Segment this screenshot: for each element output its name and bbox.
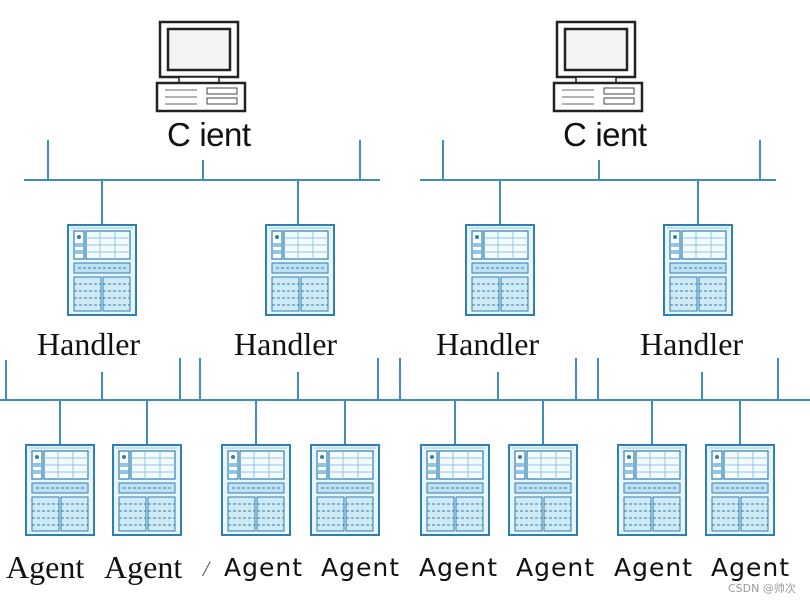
handler-server-icon [664, 225, 732, 315]
agent-server-icon [311, 445, 379, 535]
label-fragment: / [203, 558, 209, 580]
agent-label: Agent [6, 551, 84, 583]
client-label-initial: C [563, 116, 586, 153]
agent-server-icon [113, 445, 181, 535]
agent-label: Agent [516, 555, 595, 580]
handler-server-icon [466, 225, 534, 315]
client-computer-icon [554, 22, 642, 111]
agent-server-icon [706, 445, 774, 535]
agent-label: Agent [104, 551, 182, 583]
agent-server-icon [509, 445, 577, 535]
agent-label: Agent [711, 555, 790, 580]
handler-server-icon [266, 225, 334, 315]
handler-label: Handler [436, 328, 539, 360]
agent-server-icon [618, 445, 686, 535]
watermark: CSDN @帅次 [728, 580, 796, 596]
client-computer-icon [157, 22, 245, 111]
handler-label: Handler [640, 328, 743, 360]
agent-label: Agent [614, 555, 693, 580]
client-label-initial: C [167, 116, 190, 153]
client-label-rest: ient [595, 116, 646, 153]
agent-label: Agent [224, 555, 303, 580]
handler-label: Handler [234, 328, 337, 360]
agent-server-icon [421, 445, 489, 535]
agent-server-icon [26, 445, 94, 535]
agent-server-icon [222, 445, 290, 535]
agent-label: Agent [321, 555, 400, 580]
client-label-rest: ient [199, 116, 250, 153]
agent-label: Agent [419, 555, 498, 580]
handler-label: Handler [37, 328, 140, 360]
handler-server-icon [68, 225, 136, 315]
